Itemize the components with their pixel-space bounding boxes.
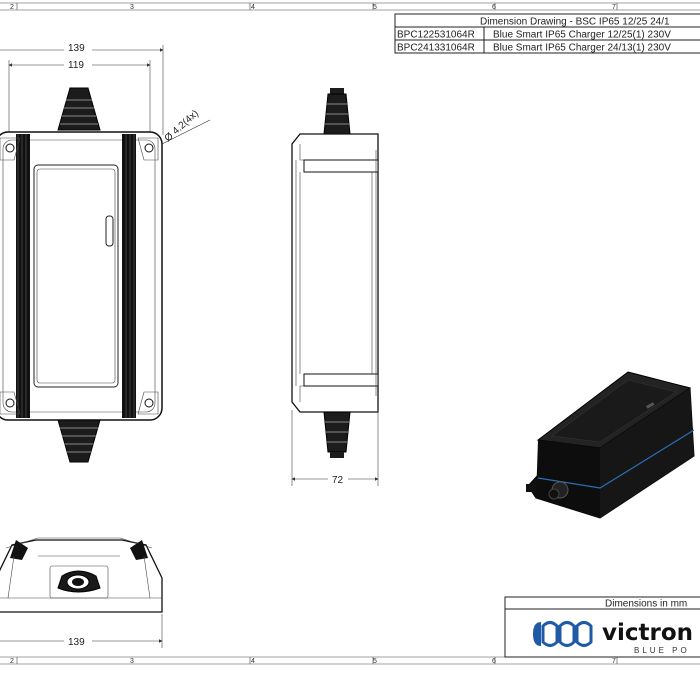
dim-depth-72: 72	[332, 475, 344, 486]
zone-label: 2	[10, 658, 14, 665]
zone-label: 3	[130, 4, 134, 11]
zone-label: 7	[612, 658, 616, 665]
zone-label: 5	[373, 4, 377, 11]
dim-width-139: 139	[68, 43, 85, 54]
sheet-border	[0, 2, 700, 665]
brand-tagline: BLUE PO	[634, 646, 690, 655]
part-code: BPC241331064R	[397, 43, 475, 54]
part-description: Blue Smart IP65 Charger 24/13(1) 230V	[493, 43, 671, 54]
cable-gland-top	[57, 87, 101, 131]
drawing-title: Dimension Drawing - BSC IP65 12/25 24/1	[480, 17, 670, 28]
zone-label: 2	[10, 4, 14, 11]
cable-gland-bottom	[57, 419, 101, 463]
dim-mount-119: 119	[68, 60, 84, 71]
part-description: Blue Smart IP65 Charger 12/25(1) 230V	[493, 30, 671, 41]
footer-block: Dimensions in mm victron e BLUE PO	[504, 596, 700, 658]
units-note: Dimensions in mm	[605, 599, 687, 610]
zone-label: 6	[492, 4, 496, 11]
part-code: BPC122531064R	[397, 30, 475, 41]
zone-label: 4	[251, 658, 255, 665]
hole-callout: Ø 4.2(4x)	[163, 108, 201, 144]
zone-label: 4	[251, 4, 255, 11]
front-view: 139 119 Ø 4.2(4x)	[0, 40, 211, 463]
bottom-view: 139	[0, 537, 163, 648]
zone-label: 5	[373, 658, 377, 665]
dim-width-139-bottom: 139	[68, 637, 85, 648]
zone-label: 6	[492, 658, 496, 665]
zone-labels-bottom: 2 3 4 5 6 7	[10, 658, 616, 665]
zone-label: 7	[612, 4, 616, 11]
side-view: 72	[291, 88, 379, 486]
zone-label: 3	[130, 658, 134, 665]
brand-name: victron e	[602, 620, 700, 646]
title-block: Dimension Drawing - BSC IP65 12/25 24/1 …	[394, 13, 700, 54]
isometric-view	[526, 371, 695, 519]
zone-labels-top: 2 3 4 5 6 7	[10, 4, 616, 11]
victron-logo-icon	[533, 621, 593, 647]
